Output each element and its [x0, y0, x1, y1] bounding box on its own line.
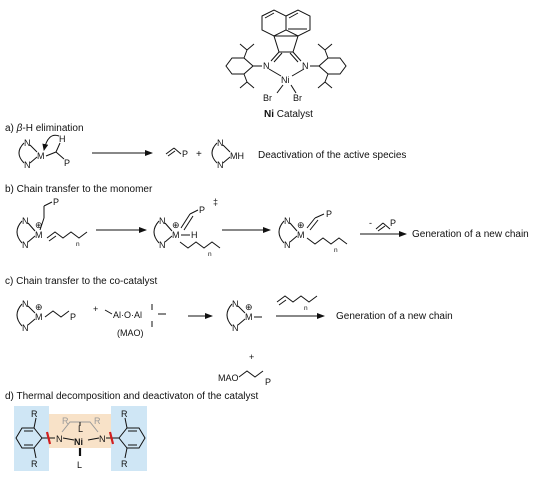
svg-text:Ni: Ni: [74, 437, 83, 447]
svg-text:P: P: [265, 377, 271, 387]
section-a-text: Deactivation of the active species: [258, 150, 406, 161]
left-aryl-ring: [225, 57, 254, 75]
svg-text:MH: MH: [230, 151, 244, 161]
section-c-title: c) Chain transfer to the co-catalyst: [5, 276, 158, 287]
cleaved-bond-right: [108, 431, 115, 445]
svg-text:M: M: [245, 312, 253, 322]
five-membered-ring: [273, 35, 299, 53]
section-a-title: a) β-H elimination: [5, 123, 84, 134]
svg-text:L: L: [78, 424, 83, 434]
svg-text:M: M: [35, 230, 43, 240]
section-b-title: b) Chain transfer to the monomer: [5, 184, 153, 195]
svg-text:n: n: [76, 241, 80, 248]
catalyst-br-left: Br: [263, 93, 272, 103]
svg-text:n: n: [208, 251, 212, 258]
svg-text:N: N: [22, 216, 29, 226]
svg-text:L: L: [77, 460, 82, 470]
plus-c2: +: [249, 352, 254, 362]
svg-text:P: P: [326, 209, 332, 219]
catalyst-ni-atom: Ni: [281, 75, 290, 85]
mao-label: (MAO): [117, 328, 144, 338]
svg-text:N: N: [99, 434, 106, 444]
svg-text:N: N: [159, 240, 166, 250]
svg-text:N: N: [232, 323, 239, 333]
svg-text:N: N: [232, 299, 239, 309]
svg-text:N: N: [217, 160, 224, 170]
section-d-title: d) Thermal decomposition and deactivaton…: [5, 391, 259, 402]
svg-text:P: P: [182, 149, 188, 159]
right-aryl-ring: [318, 57, 347, 75]
svg-text:P: P: [53, 197, 59, 207]
metal-hydride-product: N N MH: [211, 138, 244, 170]
section-c-cationic-species: N N M ⊕: [226, 299, 262, 333]
svg-text:P: P: [199, 205, 205, 215]
section-b-transition-state: N N M ⊕ P ‡ H n: [153, 197, 221, 258]
metal-m: M: [37, 151, 45, 161]
svg-text:⊕: ⊕: [297, 220, 305, 230]
alkene-product: P: [165, 147, 188, 159]
minus-sign: -: [369, 218, 372, 228]
svg-text:P: P: [64, 158, 70, 168]
section-b-text: Generation of a new chain: [412, 229, 529, 240]
svg-text:N: N: [22, 299, 29, 309]
mao-cocatalyst: Al·O·Al (MAO): [104, 304, 166, 338]
svg-text:H: H: [59, 134, 66, 144]
svg-text:R: R: [121, 409, 128, 419]
highlight-backbone: [49, 414, 111, 448]
svg-text:R: R: [62, 416, 69, 426]
catalyst-br-right: Br: [293, 93, 302, 103]
acenaphthene-ring-left: [261, 9, 287, 37]
svg-text:P: P: [390, 218, 396, 228]
svg-text:M: M: [172, 230, 180, 240]
section-a-reactant: N N M H P: [18, 134, 70, 170]
svg-text:N: N: [56, 434, 63, 444]
section-b-product: N N M ⊕ P n: [278, 209, 348, 254]
svg-text:Al·O·Al: Al·O·Al: [113, 310, 142, 320]
svg-text:N: N: [22, 240, 29, 250]
svg-text:M: M: [35, 312, 43, 322]
plus-c1: +: [93, 304, 98, 314]
svg-text:⊕: ⊕: [172, 220, 180, 230]
svg-text:n: n: [304, 305, 308, 312]
released-polymer: P: [375, 218, 396, 232]
monomer-over-arrow: n: [276, 295, 318, 312]
svg-text:⊕: ⊕: [245, 302, 253, 312]
curved-arrow: [42, 134, 60, 151]
catalyst-n-right: N: [302, 61, 309, 71]
catalyst-n-left: N: [263, 61, 270, 71]
svg-text:N: N: [284, 216, 291, 226]
mao-polymer-product: MAO P: [218, 370, 271, 387]
ni-catalyst-structure: N N Ni Br Br: [225, 9, 347, 103]
svg-text:R: R: [31, 409, 38, 419]
svg-text:H: H: [191, 230, 198, 240]
svg-text:R: R: [94, 416, 101, 426]
svg-text:R: R: [31, 459, 38, 469]
svg-text:N: N: [284, 240, 291, 250]
svg-text:⊕: ⊕: [35, 220, 43, 230]
section-c-text: Generation of a new chain: [336, 311, 453, 322]
svg-text:R: R: [121, 459, 128, 469]
plus-a: +: [196, 149, 202, 160]
section-b-reactant: N N M ⊕ P n: [16, 197, 88, 250]
cleaved-bond-left: [45, 431, 52, 445]
section-c-reactant: N N M ⊕ P: [16, 299, 76, 333]
svg-text:‡: ‡: [213, 197, 218, 207]
svg-text:N: N: [24, 138, 31, 148]
svg-text:M: M: [297, 230, 305, 240]
svg-text:P: P: [70, 312, 76, 322]
svg-text:N: N: [217, 138, 224, 148]
catalyst-caption: Ni Catalyst: [264, 109, 313, 120]
svg-text:N: N: [159, 216, 166, 226]
svg-text:N: N: [24, 160, 31, 170]
svg-text:⊕: ⊕: [35, 302, 43, 312]
acenaphthene-ring-right: [285, 9, 311, 37]
decomposition-structure: R R R R N Ni L L N R R: [14, 406, 147, 471]
svg-text:MAO: MAO: [218, 373, 239, 383]
svg-text:N: N: [22, 323, 29, 333]
svg-text:n: n: [334, 247, 338, 254]
